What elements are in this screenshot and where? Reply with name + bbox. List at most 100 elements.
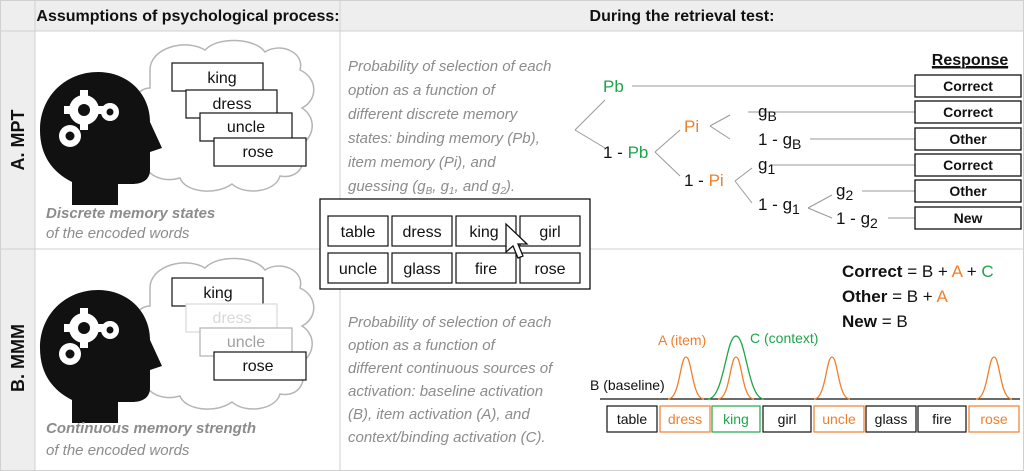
tree-1-minus-g1: 1 - g1 xyxy=(758,195,800,217)
mpt-desc-line-2: option as a function of xyxy=(348,82,497,99)
bottom-cell xyxy=(606,405,658,433)
mpt-head-illustration: king dress uncle rose xyxy=(40,39,315,205)
mmm-head-illustration: king dress uncle rose xyxy=(40,257,315,423)
bottom-word: uncle xyxy=(822,411,856,427)
mpt-desc-line-4: states: binding memory (Pb), xyxy=(348,130,540,147)
cloud-card-1 xyxy=(171,277,264,307)
tree-g2: g2 xyxy=(836,181,853,203)
mmm-formulas: Correct = B + A + C Other = B + A New = … xyxy=(842,262,994,331)
mmm-desc-line-3: different continuous sources of xyxy=(348,360,554,377)
cloud-word-1: king xyxy=(203,285,232,302)
mpt-caption-bold: Discrete memory states xyxy=(46,205,215,222)
grid-cell xyxy=(519,215,581,247)
bottom-word: fire xyxy=(932,411,952,427)
mmm-desc-line-1: Probability of selection of each xyxy=(348,314,551,331)
tree-1-minus-pb: 1 - Pb xyxy=(603,143,648,162)
cloud-word-2: dress xyxy=(212,96,251,113)
grid-cell xyxy=(391,252,453,284)
grid-cell xyxy=(327,215,389,247)
grid-cell xyxy=(455,252,517,284)
bottom-cell xyxy=(813,405,865,433)
label-item-activation: A (item) xyxy=(658,332,706,348)
header-band xyxy=(0,0,1024,31)
cloud-card-2 xyxy=(185,303,278,333)
response-box-4 xyxy=(914,153,1022,177)
response-header: Response xyxy=(932,52,1009,69)
item-curve-rose xyxy=(975,356,1013,400)
formula-other: Other = B + A xyxy=(842,287,949,306)
bottom-word: table xyxy=(617,411,648,427)
activation-curves xyxy=(600,335,1020,400)
mpt-desc-line-5: item memory (Pi), and xyxy=(348,154,496,171)
formula-correct: Correct = B + A + C xyxy=(842,262,994,281)
tree-1-minus-pi: 1 - Pi xyxy=(684,171,724,190)
mpt-desc-line-3: different discrete memory xyxy=(348,106,519,123)
mmm-desc-line-6: context/binding activation (C). xyxy=(348,429,546,446)
formula-new: New = B xyxy=(842,312,908,331)
tree-g1: g1 xyxy=(758,155,775,177)
response-label-2: Correct xyxy=(943,104,993,120)
cloud-word-3: uncle xyxy=(227,119,265,136)
bottom-cell xyxy=(659,405,711,433)
bottom-word: glass xyxy=(875,411,908,427)
bottom-cell xyxy=(711,405,761,433)
cloud-card-3 xyxy=(199,327,293,357)
tree-pb: Pb xyxy=(603,77,624,96)
bottom-word: king xyxy=(723,411,749,427)
cloud-word-4: rose xyxy=(242,358,273,375)
grid-word: glass xyxy=(403,261,440,278)
response-label-6: New xyxy=(954,210,983,226)
cloud-word-3: uncle xyxy=(227,334,265,351)
item-curve-king xyxy=(717,356,755,400)
response-boxes: Correct Correct Other Correct Other New xyxy=(914,74,1022,230)
response-label-4: Correct xyxy=(943,157,993,173)
row-label-mpt: A. MPT xyxy=(8,109,28,170)
cloud-card-1 xyxy=(171,62,264,92)
grid-cell xyxy=(391,215,453,247)
bottom-cell xyxy=(762,405,812,433)
retrieval-test-grid: table dress king girl uncle glass fire r… xyxy=(319,198,591,290)
tree-1-minus-g2: 1 - g2 xyxy=(836,209,878,231)
cloud-word-2: dress xyxy=(212,310,251,327)
tree-gb: gB xyxy=(758,102,777,124)
grid-word: table xyxy=(341,224,376,241)
grid-word: king xyxy=(469,224,498,241)
mmm-word-row: table dress king girl uncle glass fire r… xyxy=(606,405,1020,433)
mmm-desc-line-4: activation: baseline activation xyxy=(348,383,543,400)
label-context-activation: C (context) xyxy=(750,330,818,346)
grid-word: girl xyxy=(539,224,560,241)
tree-1-minus-gb: 1 - gB xyxy=(758,130,801,152)
response-box-2 xyxy=(914,100,1022,124)
cloud-word-1: king xyxy=(207,70,236,87)
mpt-desc-line-6: guessing (gB, g1, and g2). xyxy=(348,178,515,197)
response-box-1 xyxy=(914,74,1022,98)
response-label-5: Other xyxy=(949,183,987,199)
cloud-word-4: rose xyxy=(242,144,273,161)
response-box-6 xyxy=(914,206,1022,230)
item-curve-dress xyxy=(667,356,705,400)
cloud-card-4 xyxy=(213,137,307,167)
response-box-5 xyxy=(914,179,1022,203)
mmm-description: Probability of selection of each option … xyxy=(348,314,554,446)
response-label-3: Other xyxy=(949,131,987,147)
grid-cell xyxy=(519,252,581,284)
item-curve-uncle xyxy=(813,356,851,400)
response-box-3 xyxy=(914,127,1022,151)
grid-word: dress xyxy=(402,224,441,241)
bottom-word: dress xyxy=(668,411,702,427)
row-label-band xyxy=(0,31,35,471)
grid-word: rose xyxy=(534,261,565,278)
mmm-caption-rest: of the encoded words xyxy=(46,442,190,459)
grid-cell xyxy=(327,252,389,284)
bottom-cell xyxy=(968,405,1020,433)
gear-icon xyxy=(59,308,119,365)
mpt-desc-line-1: Probability of selection of each xyxy=(348,58,551,75)
header-retrieval: During the retrieval test: xyxy=(590,8,775,25)
bottom-word: girl xyxy=(778,411,797,427)
mpt-caption-rest: of the encoded words xyxy=(46,225,190,242)
bottom-word: rose xyxy=(980,411,1007,427)
mouse-cursor-icon xyxy=(505,222,529,259)
gear-icon xyxy=(59,90,119,147)
header-assumptions: Assumptions of psychological process: xyxy=(36,8,339,25)
